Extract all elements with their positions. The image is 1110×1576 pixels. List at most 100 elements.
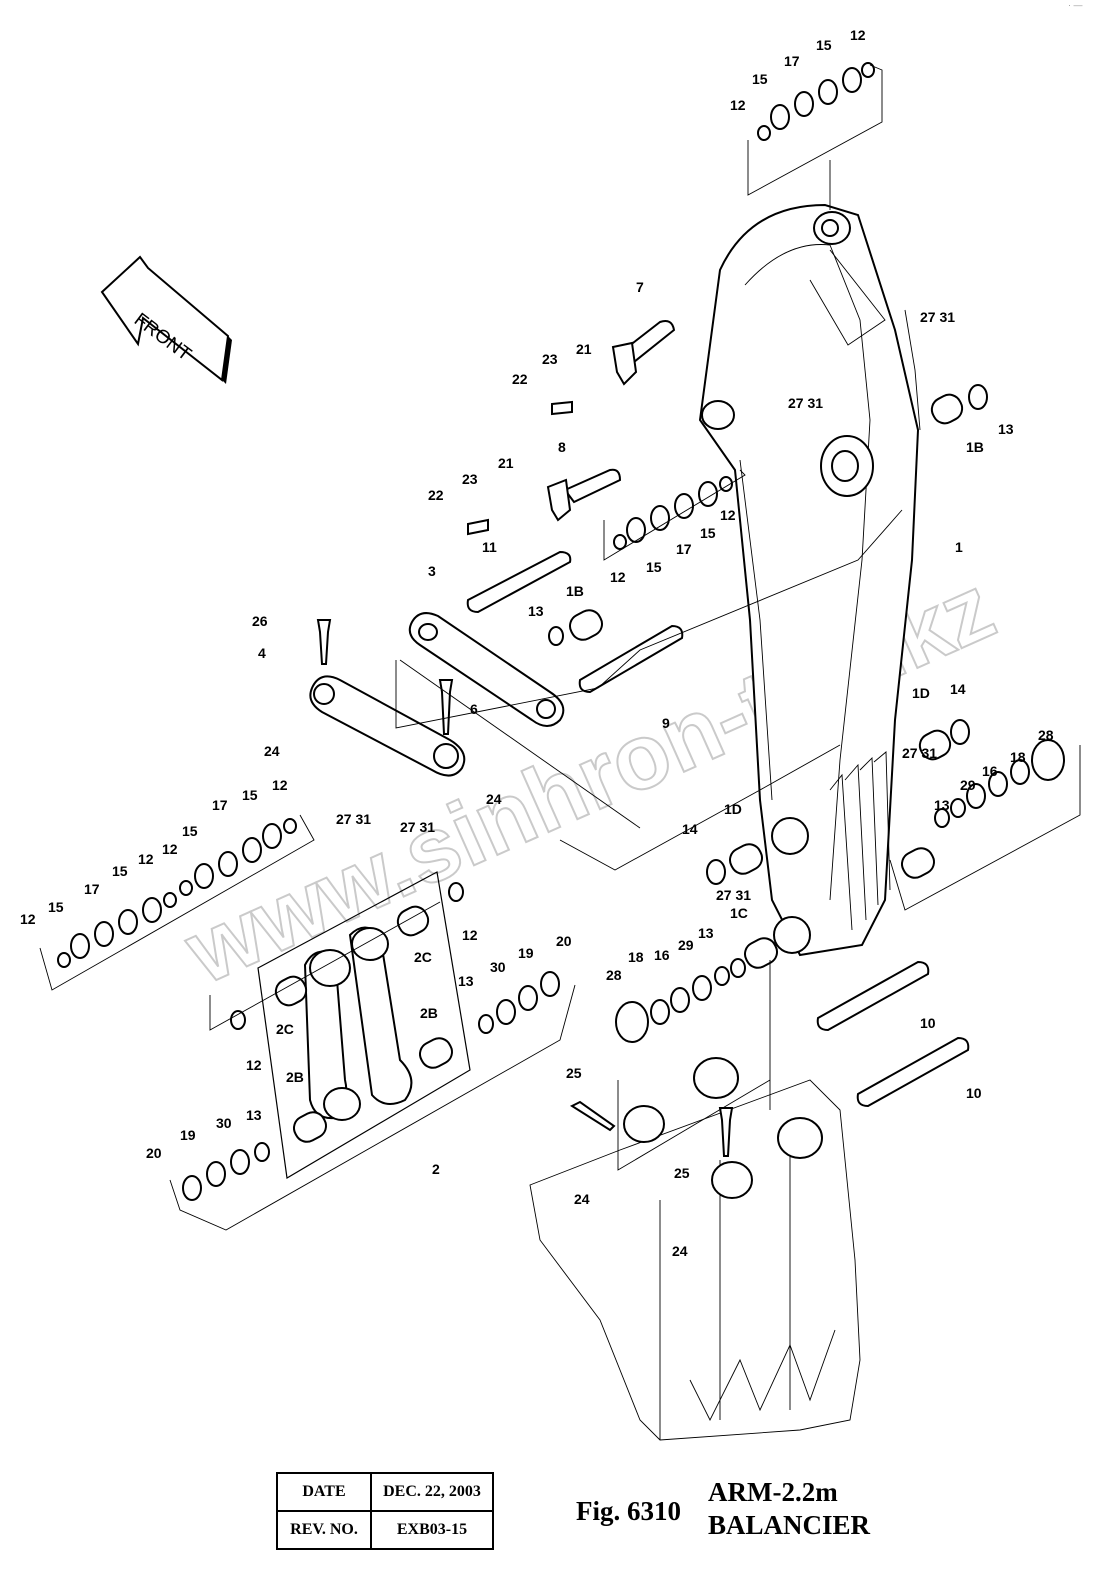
rev-value: EXB03-15	[370, 1510, 494, 1550]
callout: 13	[934, 797, 950, 813]
callout: 1B	[966, 439, 984, 455]
callout: 15	[646, 559, 662, 575]
figure-number: Fig. 6310	[576, 1496, 681, 1526]
callout: 13	[698, 925, 714, 941]
callout: 20	[556, 933, 572, 949]
pin-8	[546, 468, 622, 522]
callout: 21	[576, 341, 592, 357]
callout: 2B	[420, 1005, 438, 1021]
callout: 22	[512, 371, 528, 387]
pin-10-lower	[856, 1036, 970, 1108]
callout: 10	[966, 1085, 982, 1101]
corner-mark: · —	[1068, 0, 1083, 10]
callout: 20	[146, 1145, 162, 1161]
callout: 17	[212, 797, 228, 813]
callout: 19	[518, 945, 534, 961]
callout: 15	[242, 787, 258, 803]
rev-label: REV. NO.	[276, 1510, 372, 1550]
callout: 12	[850, 27, 866, 43]
callout: 13	[998, 421, 1014, 437]
callout: 24	[574, 1191, 590, 1207]
callout: 25	[566, 1065, 582, 1081]
callout: 18	[628, 949, 644, 965]
link-3	[408, 612, 565, 727]
callout: 14	[682, 821, 698, 837]
figure-title-line2: BALANCIER	[708, 1510, 871, 1540]
callout: 10	[920, 1015, 936, 1031]
callout: 13	[246, 1107, 262, 1123]
callout: 19	[180, 1127, 196, 1143]
callout: 27 31	[400, 819, 435, 835]
callout: 12	[720, 507, 736, 523]
callout: 17	[84, 881, 100, 897]
callout: 28	[1038, 727, 1054, 743]
callout: 27 31	[920, 309, 955, 325]
date-label: DATE	[276, 1472, 372, 1512]
callout: 15	[752, 71, 768, 87]
callout: 16	[982, 763, 998, 779]
bolts	[316, 400, 734, 1157]
callout: 15	[182, 823, 198, 839]
front-arrow-icon: FRONT	[100, 255, 232, 384]
callout: 27 31	[788, 395, 823, 411]
callout: 12	[138, 851, 154, 867]
callout: 2C	[414, 949, 432, 965]
callout: 3	[428, 563, 436, 579]
callout: 1D	[912, 685, 930, 701]
callout: 15	[112, 863, 128, 879]
link-2-frame	[257, 871, 471, 1179]
callout: 12	[162, 841, 178, 857]
figure-title-line1: ARM-2.2m	[708, 1477, 838, 1507]
callout: 13	[458, 973, 474, 989]
washer-stacks	[57, 62, 1065, 1201]
callout: 12	[20, 911, 36, 927]
callout: 27 31	[716, 887, 751, 903]
callout: 30	[216, 1115, 232, 1131]
callout: 29	[960, 777, 976, 793]
callout: 7	[636, 279, 644, 295]
callout: 21	[498, 455, 514, 471]
callout: 12	[610, 569, 626, 585]
callout: 15	[816, 37, 832, 53]
callout: 12	[462, 927, 478, 943]
callout: 17	[784, 53, 800, 69]
callout: 16	[654, 947, 670, 963]
callout: 2C	[276, 1021, 294, 1037]
callout: 2B	[286, 1069, 304, 1085]
callout: 15	[48, 899, 64, 915]
callout: 27 31	[902, 745, 937, 761]
callout: 1	[955, 539, 963, 555]
bucket	[529, 1057, 861, 1441]
pin-9	[578, 624, 684, 694]
callout: 8	[558, 439, 566, 455]
callout: 1B	[566, 583, 584, 599]
callout: 2	[432, 1161, 440, 1177]
callout: 23	[542, 351, 558, 367]
callout: 29	[678, 937, 694, 953]
callout: 26	[252, 613, 268, 629]
pin-10-upper	[816, 960, 930, 1032]
callout: 17	[676, 541, 692, 557]
callout: 1C	[730, 905, 748, 921]
callout: 11	[482, 539, 497, 555]
callout: 9	[662, 715, 670, 731]
callout: 12	[246, 1057, 262, 1073]
pin-11	[466, 550, 572, 614]
callout: 15	[700, 525, 716, 541]
callout: 12	[730, 97, 746, 113]
title-block: DATE DEC. 22, 2003 REV. NO. EXB03-15	[276, 1472, 494, 1550]
callout: 24	[486, 791, 502, 807]
callout: 1D	[724, 801, 742, 817]
callout: 30	[490, 959, 506, 975]
callout: 4	[258, 645, 266, 661]
leader-lines	[39, 64, 1081, 1231]
bushings	[274, 393, 964, 1143]
pin-7	[611, 320, 676, 386]
callout: 24	[672, 1243, 688, 1259]
callout: 12	[272, 777, 288, 793]
figure-title: ARM-2.2m BALANCIER	[708, 1476, 870, 1542]
callouts: 12 15 17 15 12 7 21 23 22 27 31 1B 13 27…	[20, 27, 1054, 1259]
date-value: DEC. 22, 2003	[370, 1472, 494, 1512]
callout: 28	[606, 967, 622, 983]
callout: 23	[462, 471, 478, 487]
